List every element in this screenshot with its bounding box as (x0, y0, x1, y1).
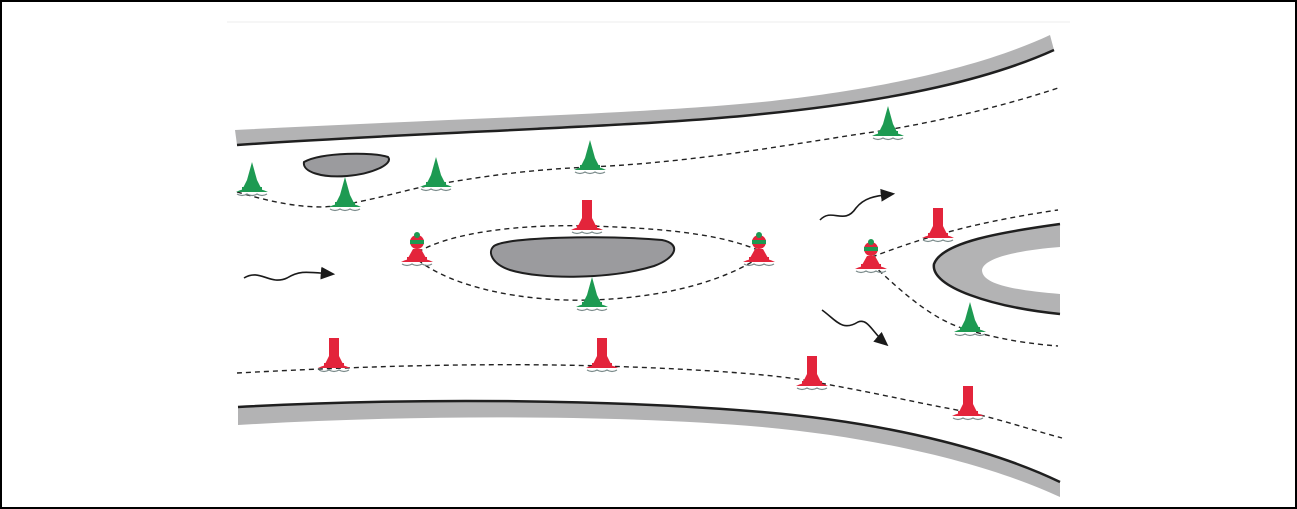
lower-bank-edge (237, 399, 1061, 484)
right-headland-edge (932, 222, 1061, 316)
right-headland (933, 224, 1060, 314)
flow-arrow-icon (243, 266, 336, 281)
channel-line-lower (236, 364, 1063, 439)
upper-bank-edge (236, 48, 1055, 147)
green-cone-buoy-icon (328, 176, 362, 212)
upper-bank (235, 35, 1054, 145)
flow-arrows (243, 188, 896, 347)
red-can-buoy-icon (570, 199, 604, 235)
red-can-buoy-icon (921, 207, 955, 243)
channel-line-center-bottom (417, 256, 761, 301)
red-can-buoy-icon (951, 385, 985, 421)
green-cone-buoy-icon (953, 301, 987, 337)
small-island (302, 152, 390, 178)
red-green-junction-buoy-icon (400, 231, 434, 267)
red-can-buoy-icon (795, 355, 829, 391)
green-cone-buoy-icon (235, 161, 269, 197)
red-can-buoy-icon (585, 337, 619, 373)
green-cone-buoy-icon (575, 276, 609, 312)
channel-line-upper (236, 87, 1059, 208)
lower-bank (238, 400, 1060, 497)
green-buoys (235, 105, 987, 337)
green-cone-buoy-icon (871, 105, 905, 141)
center-island (490, 236, 676, 278)
green-cone-buoy-icon (419, 156, 453, 192)
red-green-junction-buoy-icon (742, 231, 776, 267)
flow-arrow-icon (819, 188, 896, 221)
flow-arrow-icon (821, 309, 889, 347)
red-can-buoy-icon (317, 337, 351, 373)
green-cone-buoy-icon (573, 139, 607, 175)
red-green-junction-buoy-icon (854, 238, 888, 274)
